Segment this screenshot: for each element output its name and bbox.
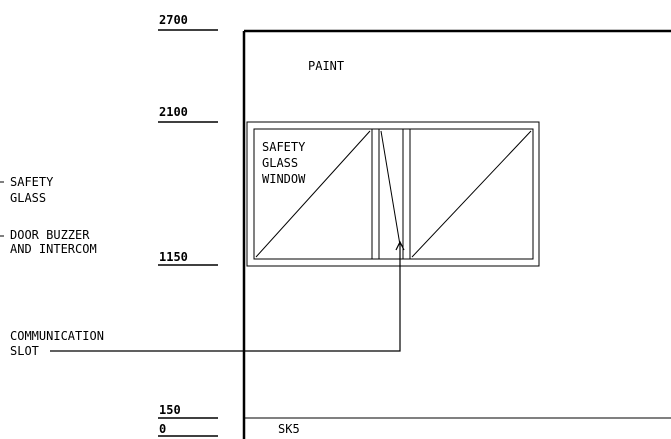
door-buzzer-note-line2: AND INTERCOM [10,242,97,256]
level-1150-label: 1150 [159,250,188,264]
window-label-line3: WINDOW [262,172,306,186]
wall-outline [242,29,671,439]
right-pane-diagonal [411,130,532,258]
safety-glass-note-line1: SAFETY [10,175,54,189]
window-outer-frame [246,121,540,267]
window-label-line2: GLASS [262,156,298,170]
paint-label: PAINT [308,59,344,73]
comm-slot-note-line2: SLOT [10,344,39,358]
level-markers [158,29,218,437]
slot-diagonal [380,130,401,246]
level-0-label: 0 [159,422,166,436]
slot-leader-line [50,243,401,352]
safety-glass-note-line2: GLASS [10,191,46,205]
level-2100-label: 2100 [159,105,188,119]
sk5-label: SK5 [278,422,300,436]
window-label-line1: SAFETY [262,140,306,154]
slot-leader-arrowhead [395,240,405,251]
communication-slot-leader [50,240,405,352]
door-buzzer-note-line1: DOOR BUZZER [10,228,90,242]
level-150-label: 150 [159,403,181,417]
comm-slot-note-line1: COMMUNICATION [10,329,104,343]
level-2700-label: 2700 [159,13,188,27]
side-notes [0,181,4,237]
safety-glass-window [246,121,540,267]
left-pane-diagonal [255,130,371,258]
